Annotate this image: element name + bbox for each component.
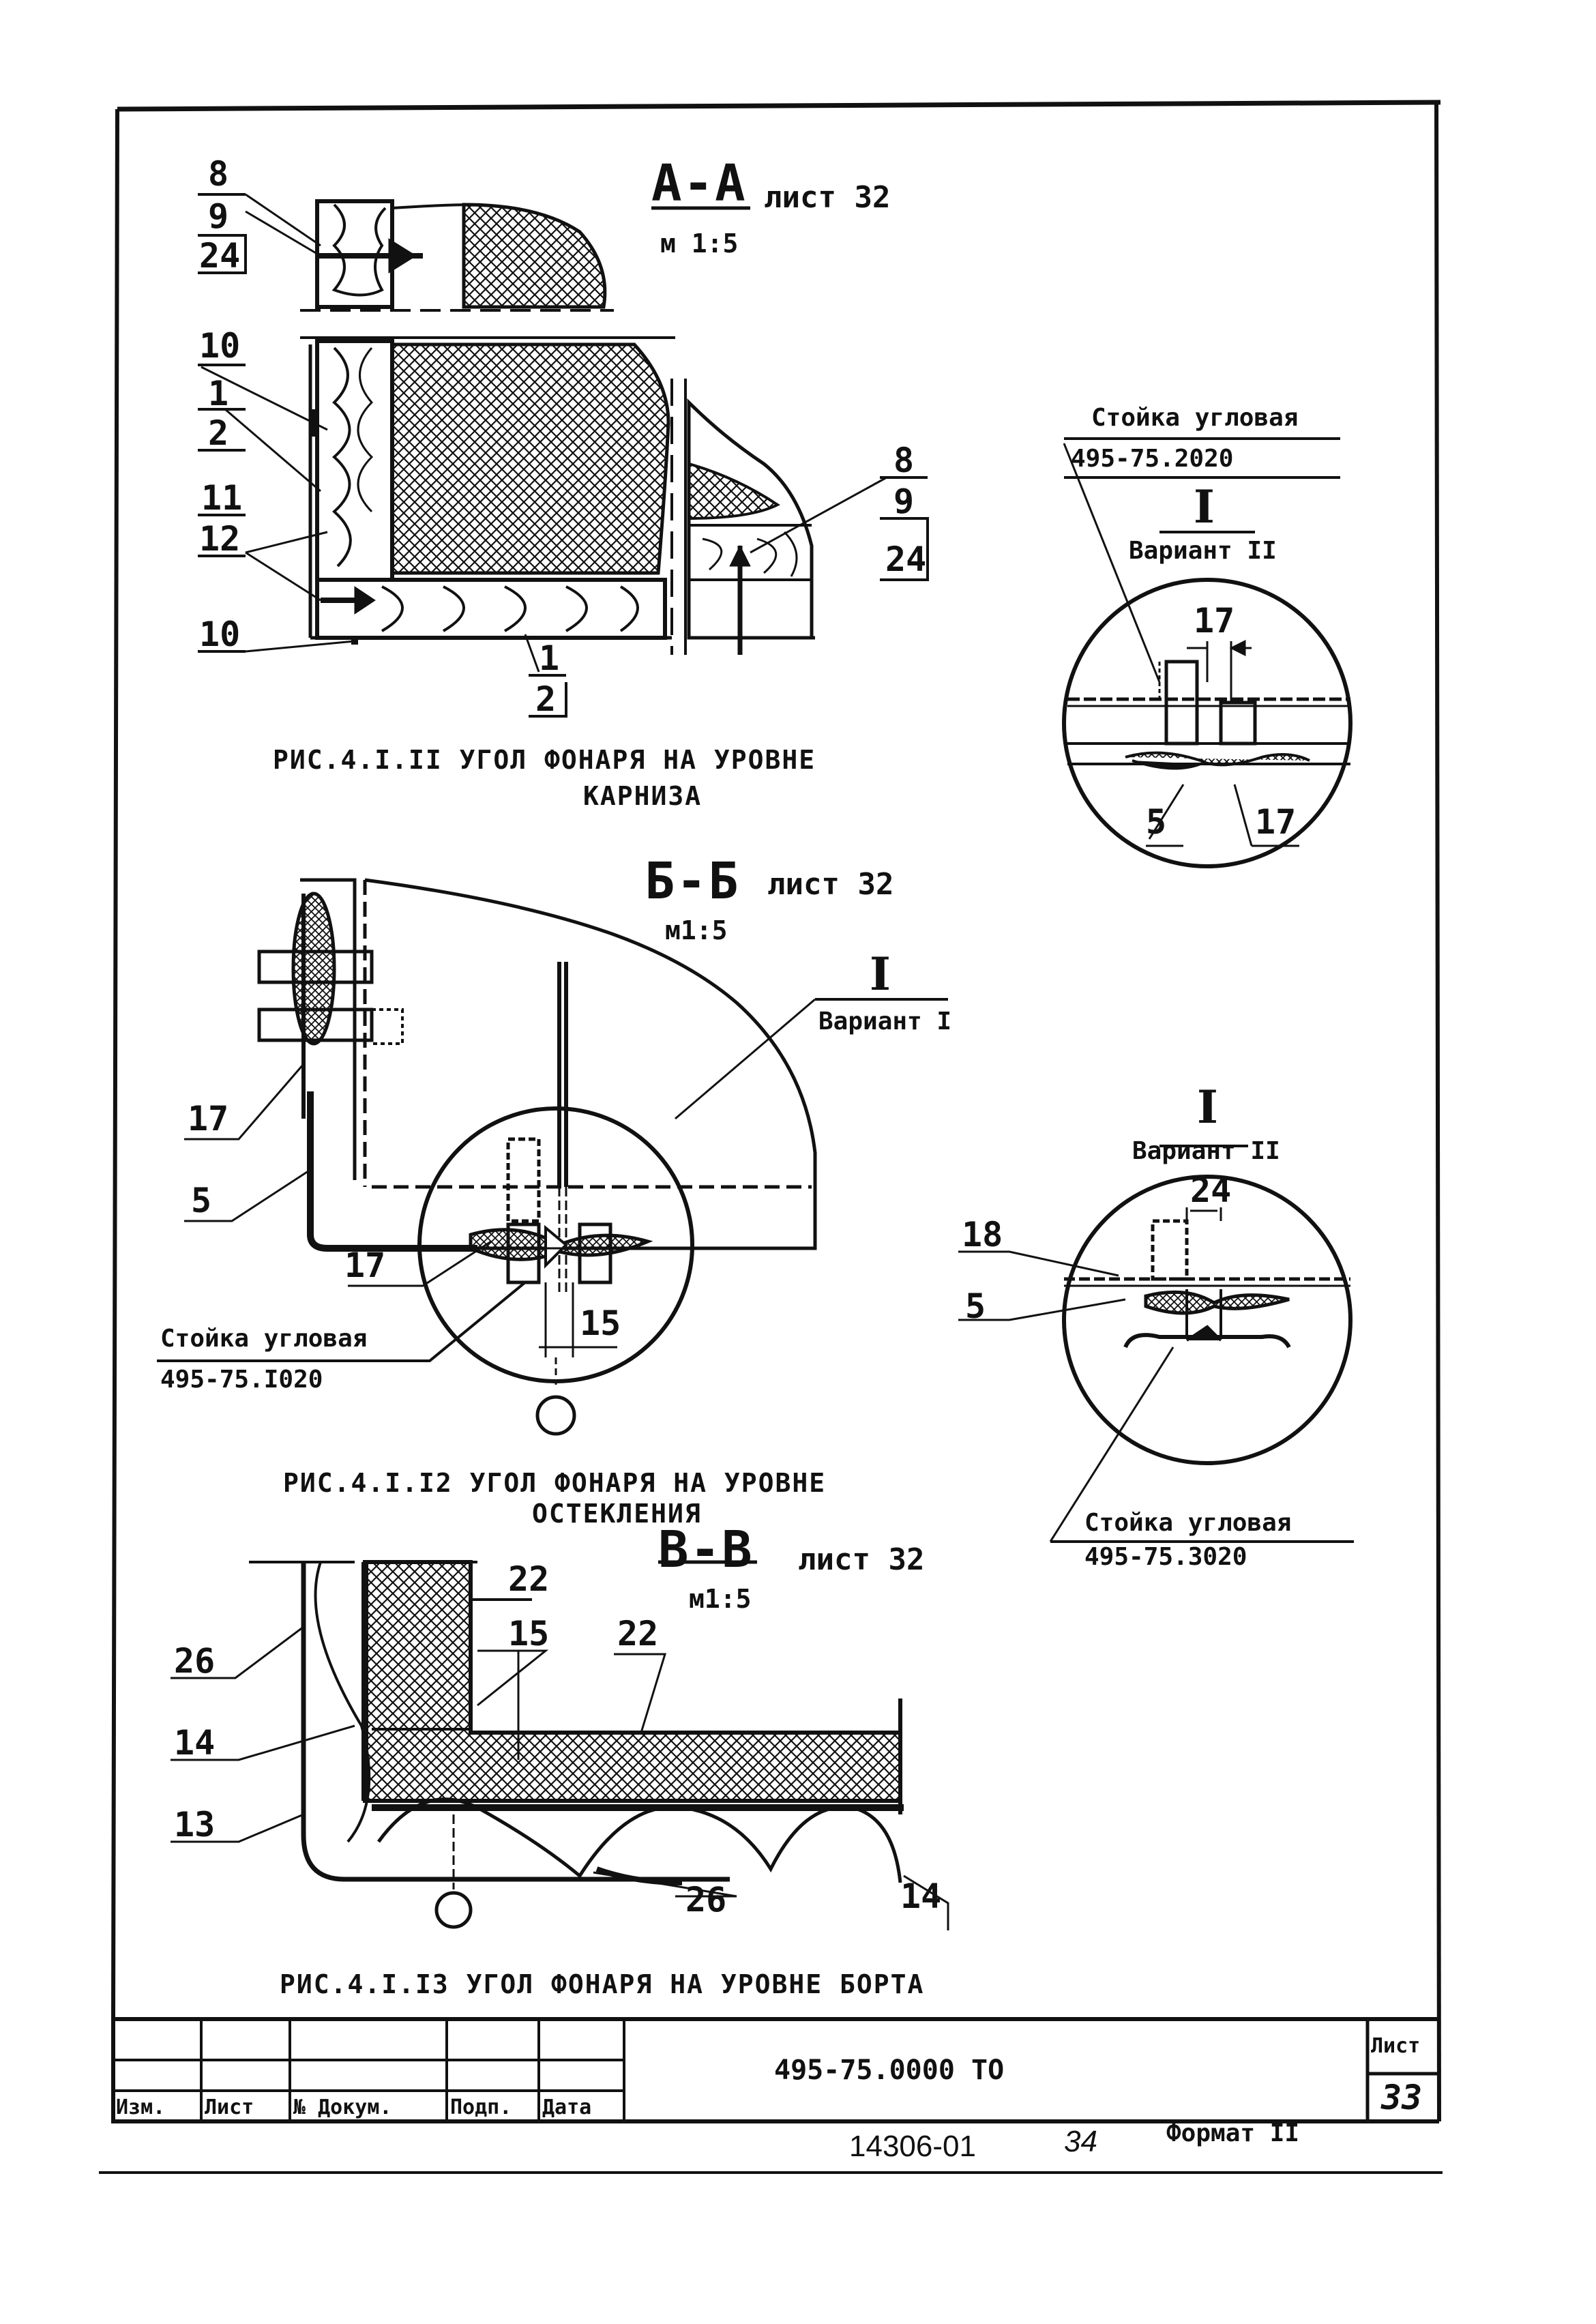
aa-label-9: 9 bbox=[208, 196, 229, 236]
bb-circle-roman: I bbox=[870, 947, 891, 1001]
det1-label-17: 17 bbox=[1194, 601, 1235, 641]
bb-circle-variant: Вариант I bbox=[818, 1007, 952, 1035]
aa-label-12: 12 bbox=[199, 519, 241, 559]
fig12-caption-line2: ОСТЕКЛЕНИЯ bbox=[532, 1499, 702, 1529]
aa-label-1b: 1 bbox=[539, 638, 560, 678]
vv-scale: м1:5 bbox=[689, 1584, 752, 1614]
view-vv-drawing bbox=[171, 1560, 949, 1930]
fig11-caption-line1: РИС.4.I.II УГОЛ ФОНАРЯ НА УРОВНЕ bbox=[273, 745, 816, 775]
vv-label-14: 14 bbox=[174, 1723, 216, 1763]
tb-col-doc: № Докум. bbox=[293, 2095, 392, 2119]
det1-roman: I bbox=[1194, 480, 1215, 533]
vv-label-22: 22 bbox=[508, 1559, 550, 1599]
tb-col-change: Изм. bbox=[116, 2095, 166, 2119]
bb-sheet-ref: лист 32 bbox=[767, 867, 894, 902]
title-block bbox=[111, 2019, 1439, 2123]
detail-3-variant-2 bbox=[958, 1145, 1354, 1543]
bb-post-title: Стойка угловая bbox=[160, 1325, 368, 1353]
view-aa-drawing bbox=[198, 193, 929, 718]
fig11-caption-line2: КАРНИЗА bbox=[583, 781, 703, 811]
tb-col-sign: Подп. bbox=[450, 2095, 512, 2119]
vv-label-26b: 26 bbox=[685, 1880, 727, 1919]
bb-label-17: 17 bbox=[188, 1099, 229, 1138]
det1-label-17b: 17 bbox=[1255, 802, 1297, 842]
vv-section-title: В-В bbox=[658, 1520, 754, 1579]
det3-variant: Вариант II bbox=[1132, 1137, 1280, 1165]
tb-col-date: Дата bbox=[542, 2095, 592, 2119]
aa-label-2b: 2 bbox=[535, 679, 557, 719]
det3-post-title: Стойка угловая bbox=[1084, 1509, 1292, 1537]
aa-label-10b: 10 bbox=[199, 615, 241, 654]
det1-label-5: 5 bbox=[1146, 802, 1167, 842]
det3-label-18: 18 bbox=[962, 1215, 1003, 1254]
aa-section-title: А-А bbox=[651, 154, 747, 213]
aa-label-24b: 24 bbox=[885, 540, 927, 579]
aa-scale: м 1:5 bbox=[660, 229, 739, 259]
detail-1-variant-2 bbox=[1062, 437, 1353, 868]
sheet-frame bbox=[99, 100, 1443, 2174]
vv-label-26: 26 bbox=[174, 1641, 216, 1681]
det3-label-5: 5 bbox=[965, 1286, 986, 1326]
det3-label-24: 24 bbox=[1190, 1171, 1232, 1210]
aa-label-24: 24 bbox=[199, 236, 241, 276]
bb-post-code: 495-75.I020 bbox=[160, 1366, 323, 1394]
aa-label-11: 11 bbox=[201, 478, 243, 518]
aa-sheet-ref: лист 32 bbox=[764, 180, 891, 215]
det1-post-title: Стойка угловая bbox=[1091, 404, 1299, 432]
det1-variant: Вариант II bbox=[1129, 537, 1277, 565]
footer-format: Формат II bbox=[1166, 2119, 1300, 2147]
view-bb-drawing bbox=[157, 878, 948, 1436]
aa-label-10: 10 bbox=[199, 326, 241, 366]
footer-inventory: 14306-01 bbox=[849, 2130, 976, 2163]
vv-label-13: 13 bbox=[174, 1805, 216, 1844]
aa-label-8b: 8 bbox=[893, 441, 915, 480]
tb-sheet-label: Лист bbox=[1371, 2034, 1421, 2058]
bb-label-17b: 17 bbox=[344, 1246, 386, 1285]
det3-roman: I bbox=[1197, 1080, 1218, 1134]
footer-page: 34 bbox=[1064, 2125, 1097, 2158]
tb-sheet-number: 33 bbox=[1381, 2078, 1423, 2117]
aa-label-9b: 9 bbox=[893, 482, 915, 521]
bb-label-15: 15 bbox=[580, 1304, 621, 1343]
vv-sheet-ref: лист 32 bbox=[798, 1542, 925, 1577]
aa-label-2: 2 bbox=[208, 413, 229, 453]
tb-document-code: 495-75.0000 ТО bbox=[774, 2055, 1005, 2086]
bb-scale: м1:5 bbox=[665, 915, 728, 945]
tb-col-sheet: Лист bbox=[205, 2095, 254, 2119]
vv-label-22b: 22 bbox=[617, 1614, 659, 1653]
vv-label-14b: 14 bbox=[900, 1877, 942, 1916]
aa-label-1: 1 bbox=[208, 374, 229, 413]
aa-label-8: 8 bbox=[208, 154, 229, 194]
det1-post-code: 495-75.2020 bbox=[1071, 445, 1234, 473]
bb-section-title: Б-Б bbox=[645, 852, 740, 911]
vv-label-15: 15 bbox=[508, 1614, 550, 1653]
fig12-caption-line1: РИС.4.I.I2 УГОЛ ФОНАРЯ НА УРОВНЕ bbox=[283, 1468, 827, 1498]
bb-label-5: 5 bbox=[191, 1181, 212, 1220]
fig13-caption: РИС.4.I.I3 УГОЛ ФОНАРЯ НА УРОВНЕ БОРТА bbox=[280, 1969, 925, 1999]
det3-post-code: 495-75.3020 bbox=[1084, 1543, 1247, 1571]
